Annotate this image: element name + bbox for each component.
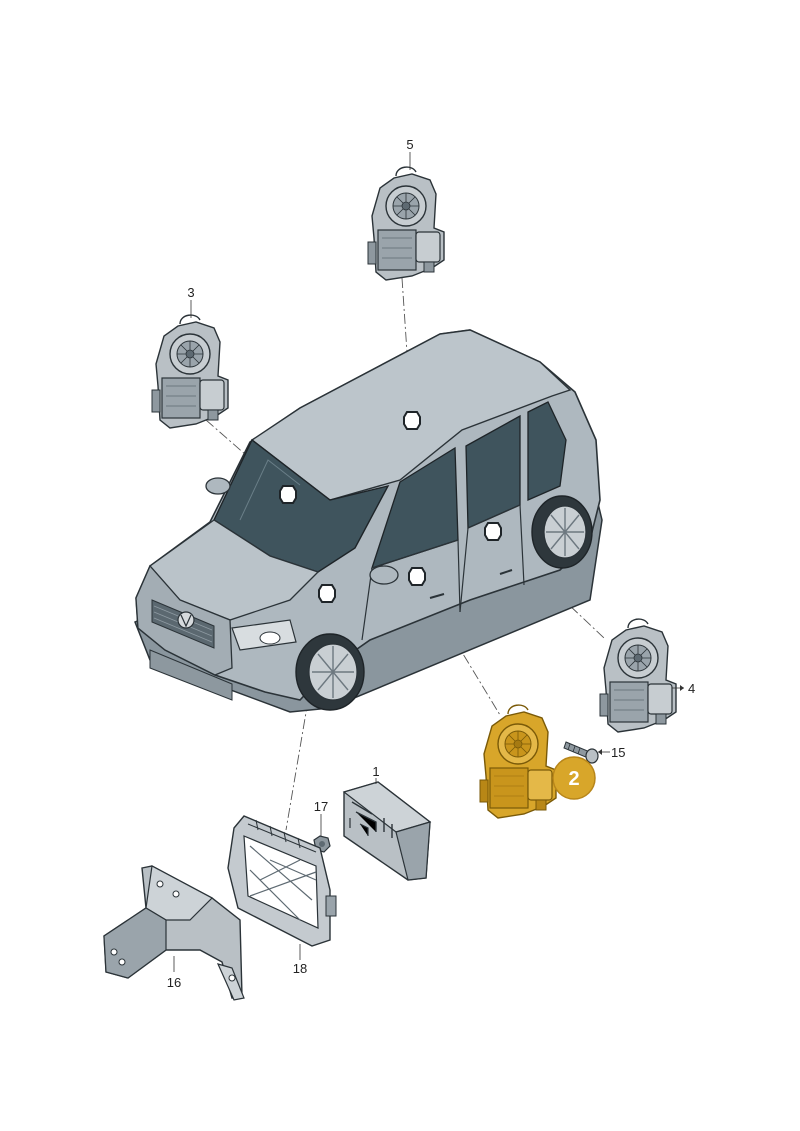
marker-windshield xyxy=(279,485,297,504)
label-part-16: 16 xyxy=(167,975,181,990)
marker-rear-door xyxy=(484,522,502,541)
callout-number: 2 xyxy=(568,768,579,790)
window-motor-part-3: 3 xyxy=(151,285,229,429)
bracket-part-18: 18 xyxy=(227,815,337,976)
window-motor-part-4: 4 xyxy=(599,618,695,733)
label-part-17: 17 xyxy=(314,799,328,814)
car-illustration xyxy=(134,329,603,713)
callout-badge: 2 xyxy=(552,756,596,800)
marker-roof xyxy=(403,411,421,430)
label-part-18: 18 xyxy=(293,961,307,976)
marker-front-door xyxy=(408,567,426,586)
label-part-4: 4 xyxy=(688,681,695,696)
nut-part-17: 17 xyxy=(313,799,331,853)
label-part-1: 1 xyxy=(372,764,379,779)
control-unit-part-1: 1 xyxy=(342,764,432,881)
label-part-15: 15 xyxy=(611,745,625,760)
screw-part-15: 15 xyxy=(563,741,625,764)
label-part-3: 3 xyxy=(187,285,194,300)
label-part-5: 5 xyxy=(406,137,413,152)
marker-front-left xyxy=(318,584,336,603)
window-motor-highlighted xyxy=(479,704,557,819)
mounting-bracket-part-16: 16 xyxy=(103,865,245,1001)
window-motor-part-5: 5 xyxy=(367,137,445,281)
